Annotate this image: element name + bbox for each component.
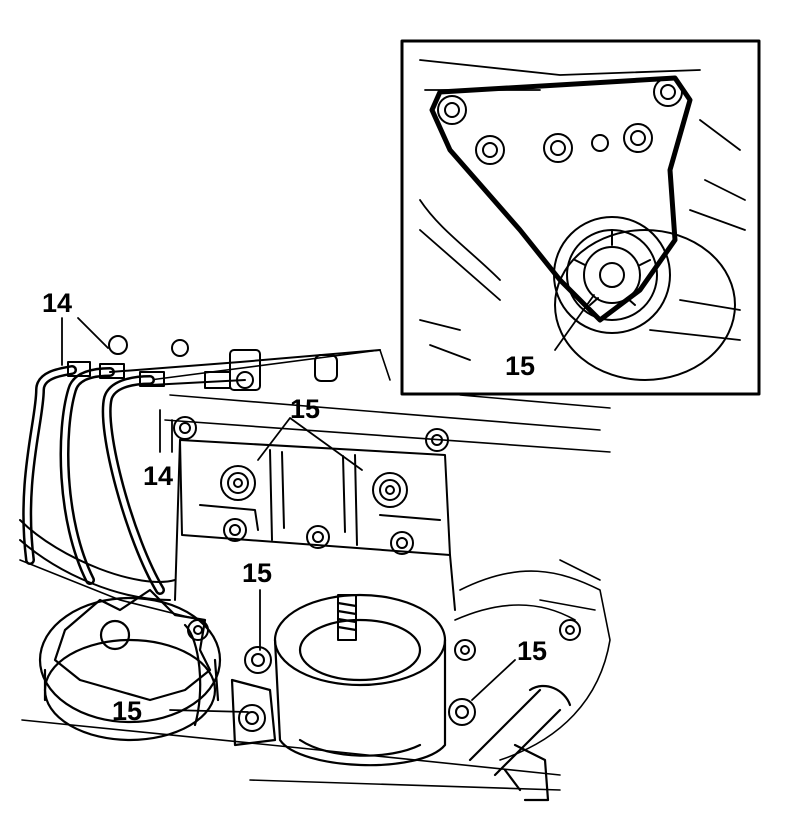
- callout-15-mount: 15: [242, 558, 272, 588]
- engine-mount-bracket: [174, 439, 456, 611]
- callout-14-top: 14: [42, 288, 72, 318]
- mount-bolts: [187, 619, 581, 732]
- hydraulic-lines: [19, 335, 381, 601]
- leader-lines: [61, 294, 595, 713]
- callout-15-right: 15: [517, 636, 547, 666]
- callout-14-lower: 14: [143, 461, 173, 491]
- callout-15-left: 15: [112, 696, 142, 726]
- inset-detail: [400, 39, 761, 396]
- engine-mount: [230, 593, 447, 767]
- callout-15-bracket: 15: [290, 394, 320, 424]
- reservoir-cap: [38, 588, 222, 742]
- callout-15-inset: 15: [505, 351, 535, 381]
- callout-labels: 14 14 15 15 15 15 15: [42, 288, 547, 726]
- engine-block: [19, 349, 611, 791]
- coolant-hose: [468, 684, 572, 802]
- bracket-bolts: [173, 416, 449, 555]
